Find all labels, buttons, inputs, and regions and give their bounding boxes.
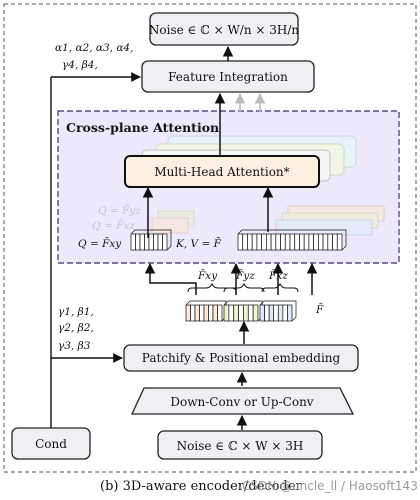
f-yz-label: F̄yz [235,269,255,282]
tensor-slice [247,233,253,251]
tensor-block-kv [237,229,347,251]
tensor-slice [332,233,338,251]
arrow-fxy-up [144,262,197,295]
noise-bottom-label: Noise ∈ ℂ × W × 3H [177,439,304,453]
tensor-slice [289,233,296,251]
patch-token [247,304,254,322]
tensor-slice [318,233,324,251]
patch-token [199,304,205,322]
tensor-slice [299,233,305,251]
tensor-slice [327,233,333,251]
patch-token [259,304,265,322]
q-xy-label: Q = F̄xy [78,237,122,250]
noise-top-box: Noise ∈ ℂ × W/n × 3H/n [149,12,300,46]
tensor-slice [280,233,286,251]
patch-tokens [185,300,297,322]
feature-integration-label: Feature Integration [168,70,288,84]
patch-token [228,304,235,322]
tensor-slice [157,233,163,251]
feature-integration-box: Feature Integration [141,60,315,93]
ghost-blocks-right [275,205,385,236]
noise-top-label: Noise ∈ ℂ × W/n × 3H/n [149,23,300,37]
downconv-box: Down-Conv or Up-Conv [130,387,355,415]
tensor-slice [294,233,300,251]
tensor-slice [313,233,319,251]
tensor-slice [261,233,267,251]
tensor-slice [162,233,168,251]
figure-caption: (b) 3D-aware encoder/decoder [100,479,303,494]
tensor-slice [256,233,262,251]
patch-token [277,304,284,322]
patch-token [252,304,259,322]
q-xz-ghost-label: Q = F̄xz [92,219,135,232]
downconv-label: Down-Conv or Up-Conv [170,395,313,409]
cond-box: Cond [11,427,91,460]
mha-label: Multi-Head Attention* [154,165,289,179]
tensor-slice [237,233,244,251]
tensor-slice [284,233,291,251]
tensor-slice [270,233,277,251]
tensor-slice [275,233,281,251]
patch-token [190,304,196,322]
tensor-slice [139,233,145,251]
tensor-slice [336,233,343,251]
f-xz-label: F̄xz [268,269,288,282]
patch-token [212,304,218,322]
patch-token [264,304,270,322]
tensor-slice [153,233,159,251]
tensor-slice [266,233,272,251]
patch-token [223,304,230,322]
tensor-slice [322,233,329,251]
params-top-line1: α1, α2, α3, α4, [55,42,133,54]
params-mid-line1: γ1, β1, [58,306,94,318]
kv-label: K, V = F̄ [175,237,222,250]
tensor-slice [303,233,310,251]
brace-xz [261,282,299,293]
cond-label: Cond [35,437,67,451]
tensor-slice [251,233,258,251]
patch-token [208,304,214,322]
cross-plane-attention-title: Cross-plane Attention [66,120,219,135]
tensor-slice [242,233,248,251]
patch-token [203,304,209,322]
patch-token [217,304,223,322]
tensor-slice [135,233,141,251]
brace-yz [223,282,265,293]
patchify-box: Patchify & Positional embedding [123,344,359,372]
patch-token [238,304,244,322]
mha-box: Multi-Head Attention* [124,155,320,188]
patchify-label: Patchify & Positional embedding [142,351,341,365]
params-mid-line2: γ2, β2, [58,322,94,334]
patch-token [273,304,279,322]
params-top-line2: γ4, β4, [62,59,98,71]
f-xy-label: F̄xy [197,269,218,282]
patch-token [194,304,200,322]
noise-bottom-box: Noise ∈ ℂ × W × 3H [157,430,323,460]
patch-token [287,304,293,322]
patch-token [243,304,249,322]
patch-token [185,304,191,322]
tensor-slice [130,233,136,251]
tensor-block-xy [130,229,172,251]
q-yz-ghost-label: Q = F̄yz [98,204,141,217]
ghost-blocks-left [151,210,195,234]
patch-token [233,304,239,322]
f-bar-label: F̄ [315,303,324,316]
patch-token [282,304,288,322]
tensor-slice [148,233,154,251]
outer-frame [3,3,417,473]
patch-token [268,304,275,322]
watermark: CSDN @uncle_ll / Haosoft143 [242,479,418,493]
params-mid-line3: γ3, β3 [58,340,91,352]
tensor-slice [308,233,314,251]
